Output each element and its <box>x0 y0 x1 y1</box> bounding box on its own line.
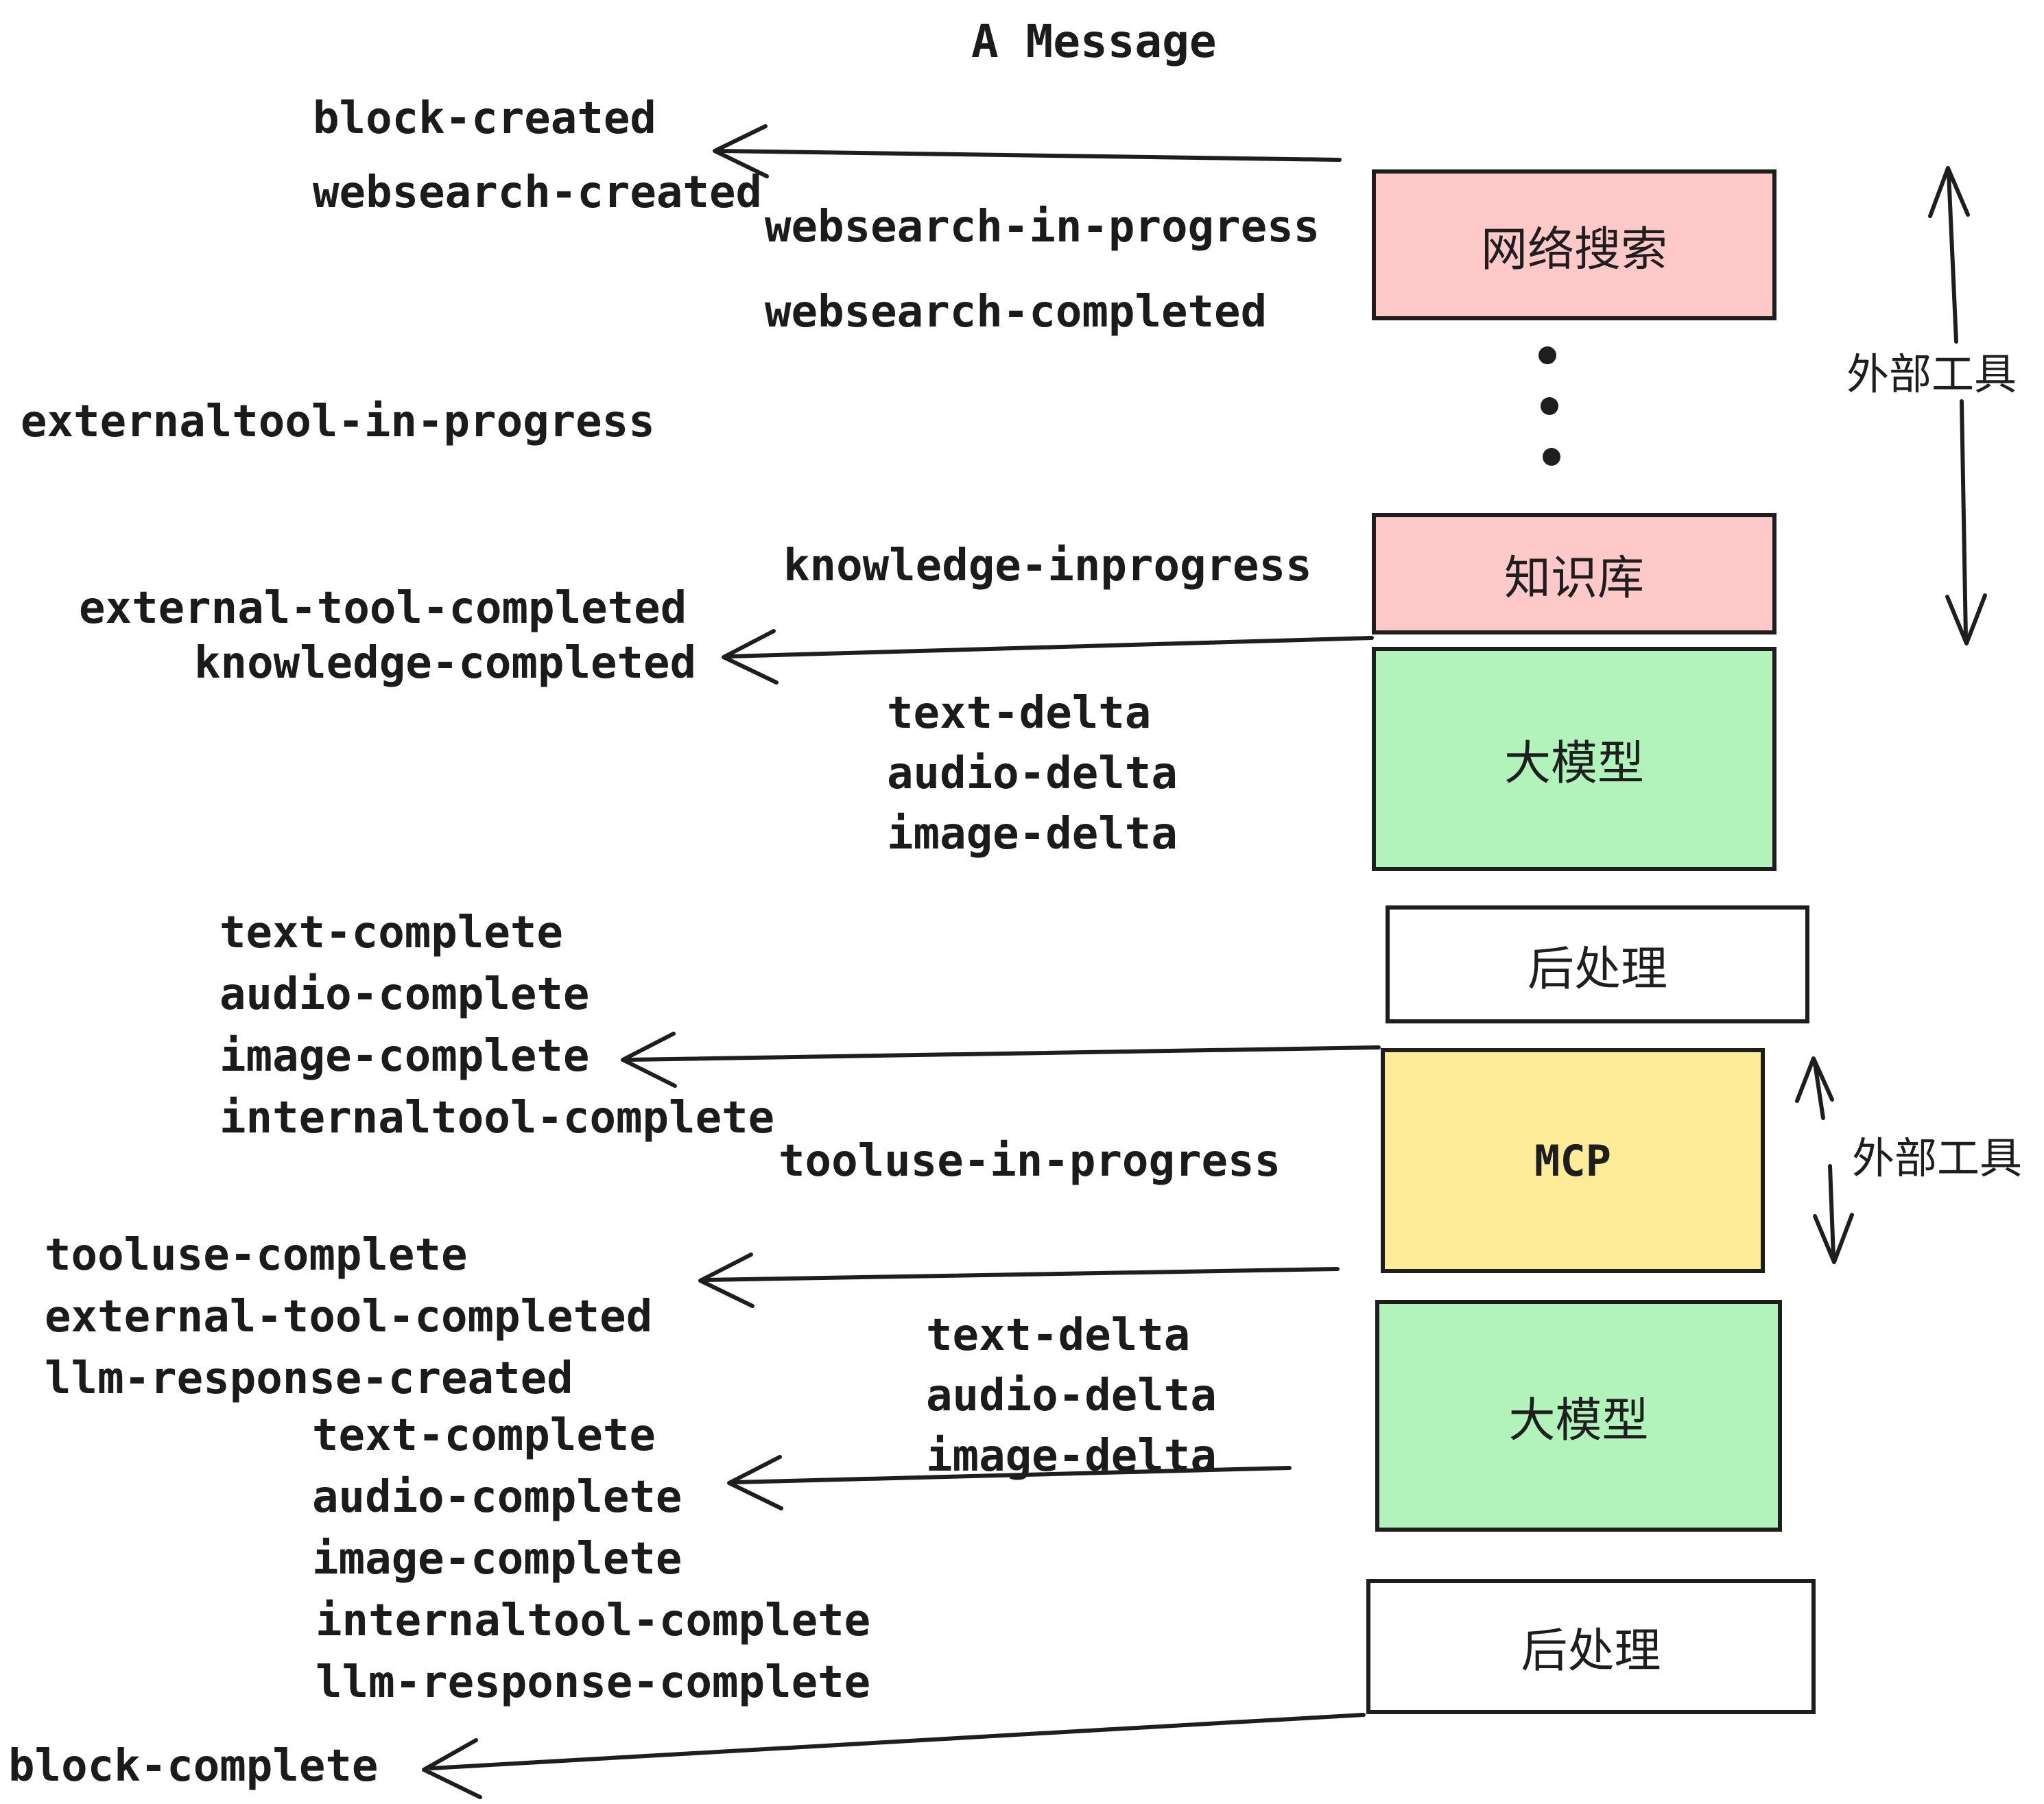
box-postprocess-2: 后处理 <box>1366 1579 1816 1714</box>
event-label-external-tool-completed: external-tool-completed <box>79 583 687 634</box>
event-label-websearch-created: websearch-created <box>313 167 763 218</box>
event-label-audio-delta-1: audio-delta <box>887 748 1178 799</box>
event-label-block-created: block-created <box>313 93 656 144</box>
box-llm-1-label: 大模型 <box>1504 737 1644 790</box>
external-tools-down-arrow-2 <box>1813 1164 1854 1264</box>
box-mcp-label: MCP <box>1534 1135 1611 1186</box>
box-postprocess-1-label: 后处理 <box>1527 942 1667 995</box>
box-knowledge-label: 知识库 <box>1504 552 1644 604</box>
external-tools-label-2: 外部工具 <box>1852 1135 2023 1183</box>
event-label-image-complete-2: image-complete <box>312 1534 682 1585</box>
external-tools-up-arrow-1 <box>1928 166 1970 344</box>
arrow-to-block-complete <box>422 1713 1366 1799</box>
event-label-image-delta-2: image-delta <box>926 1431 1217 1482</box>
event-label-internaltool-complete-1: internaltool-complete <box>219 1093 775 1143</box>
event-label-tooluse-in-progress: tooluse-in-progress <box>779 1136 1281 1187</box>
event-label-text-complete-1: text-complete <box>219 907 563 958</box>
event-label-websearch-completed: websearch-completed <box>765 287 1268 337</box>
diagram-title: A Message <box>971 15 1217 68</box>
external-tools-up-arrow-2 <box>1795 1056 1834 1120</box>
event-label-externaltool-in-progress: externaltool-in-progress <box>21 396 655 447</box>
event-label-audio-complete-1: audio-complete <box>219 969 590 1020</box>
box-postprocess-1: 后处理 <box>1386 905 1809 1023</box>
box-llm-1: 大模型 <box>1372 647 1776 871</box>
event-label-text-delta-1: text-delta <box>887 688 1152 739</box>
box-knowledge: 知识库 <box>1372 513 1776 634</box>
event-label-knowledge-inprogress: knowledge-inprogress <box>783 541 1312 591</box>
event-label-external-tool-completed-2: external-tool-completed <box>45 1292 653 1342</box>
event-label-block-complete: block-complete <box>8 1741 379 1792</box>
arrow-to-tooluse-complete <box>698 1253 1340 1308</box>
event-label-llm-response-complete: llm-response-complete <box>316 1657 871 1708</box>
box-mcp: MCP <box>1381 1048 1765 1273</box>
event-label-text-delta-2: text-delta <box>926 1310 1191 1361</box>
event-label-audio-complete-2: audio-complete <box>312 1472 682 1523</box>
event-label-tooluse-complete: tooluse-complete <box>45 1230 468 1281</box>
arrow-to-block-created <box>713 124 1342 178</box>
box-llm-2: 大模型 <box>1375 1300 1782 1532</box>
event-label-llm-response-created: llm-response-created <box>45 1353 573 1404</box>
arrow-to-image-complete <box>621 1032 1381 1088</box>
box-llm-2-label: 大模型 <box>1508 1394 1649 1447</box>
box-websearch: 网络搜索 <box>1372 169 1776 320</box>
event-label-knowledge-completed: knowledge-completed <box>194 638 697 689</box>
event-label-text-complete-2: text-complete <box>312 1410 656 1461</box>
arrow-to-knowledge-completed <box>722 629 1374 685</box>
event-label-image-complete-1: image-complete <box>219 1031 590 1082</box>
box-postprocess-2-label: 后处理 <box>1521 1625 1661 1677</box>
event-label-image-delta-1: image-delta <box>887 809 1178 859</box>
event-label-audio-delta-2: audio-delta <box>926 1370 1217 1421</box>
box-websearch-label: 网络搜索 <box>1480 223 1667 276</box>
vertical-ellipsis <box>1538 346 1560 466</box>
event-label-internaltool-complete-2: internaltool-complete <box>316 1595 871 1646</box>
external-tools-label-1: 外部工具 <box>1846 351 2017 399</box>
event-label-websearch-in-progress: websearch-in-progress <box>765 202 1320 252</box>
external-tools-down-arrow-1 <box>1945 399 1987 645</box>
